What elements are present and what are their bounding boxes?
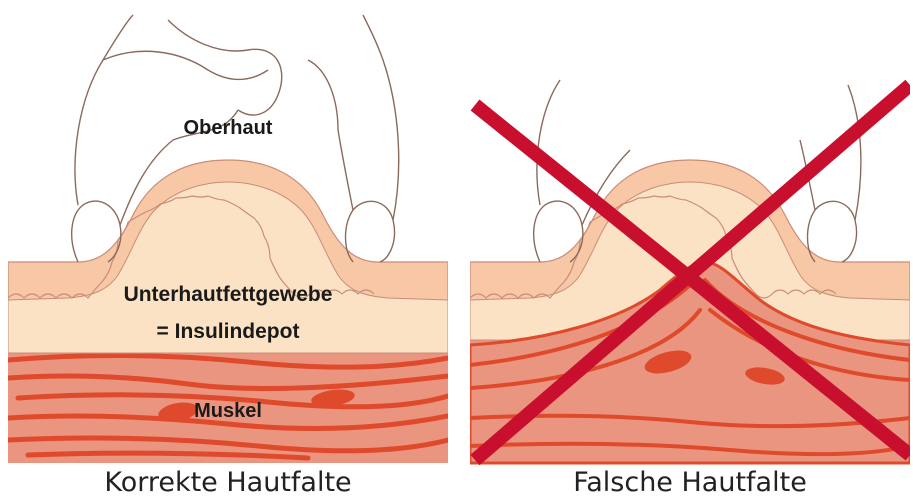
correct-skin-fold-panel: Oberhaut Unterhautfettgewebe = Insulinde… xyxy=(8,0,448,500)
incorrect-skin-fold-panel: Falsche Hautfalte xyxy=(470,0,910,500)
incorrect-skin-fold-caption: Falsche Hautfalte xyxy=(470,467,910,498)
insulin-depot-label: = Insulindepot xyxy=(68,320,388,344)
epidermis-label: Oberhaut xyxy=(118,117,338,140)
incorrect-skin-fold-illustration xyxy=(470,0,910,470)
correct-skin-fold-caption: Korrekte Hautfalte xyxy=(8,467,448,498)
subcutaneous-fat-label: Unterhautfettgewebe xyxy=(68,283,388,307)
muscle-label: Muskel xyxy=(118,400,338,423)
